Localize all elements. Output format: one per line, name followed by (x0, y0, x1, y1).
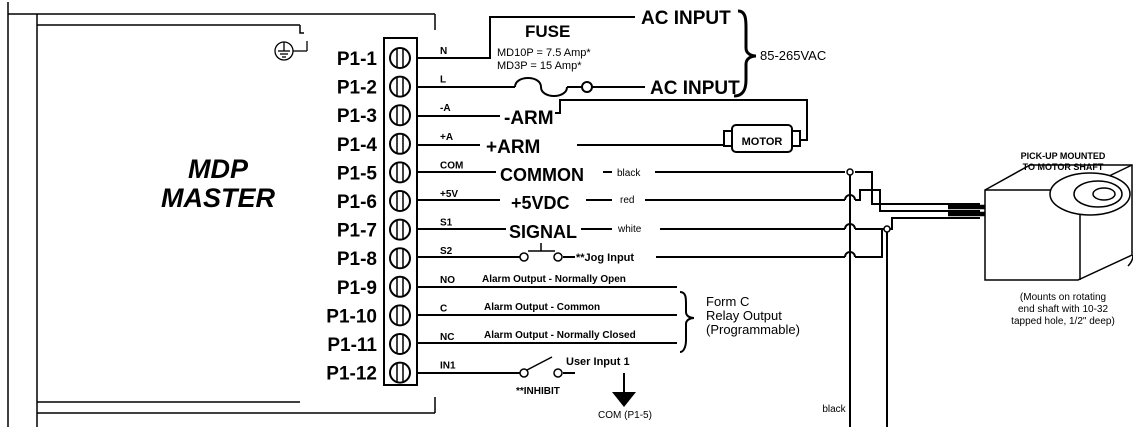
terminal-screw-icon (389, 104, 411, 127)
controller-enclosure (7, 2, 436, 427)
pin-signal-label: S2 (440, 246, 453, 257)
pin-label: P1-7 (337, 221, 377, 242)
terminal-screw-icon (389, 333, 411, 355)
ground-icon (274, 41, 308, 61)
pickup-title: TO MOTOR SHAFT (1023, 162, 1104, 172)
form-c-label: (Programmable) (706, 322, 800, 337)
plus5-wire-color: red (620, 195, 634, 206)
pin-label: P1-4 (337, 135, 378, 156)
voltage-range: 85-265VAC (760, 48, 826, 63)
common-label: COMMON (500, 165, 584, 185)
pin-label: P1-9 (337, 278, 377, 299)
power-labels: FUSE MD10P = 7.5 Amp* MD3P = 15 Amp* AC … (497, 8, 826, 99)
fuse-rating-md10p: MD10P = 7.5 Amp* (497, 47, 591, 59)
form-c-label: Form C (706, 294, 749, 309)
pin-signal-label: IN1 (440, 361, 456, 372)
ac-input-bottom: AC INPUT (650, 78, 740, 99)
alarm-nc-label: Alarm Output - Normally Closed (484, 330, 636, 341)
terminal-screw-icon (389, 47, 411, 69)
pin-label: P1-8 (337, 249, 377, 270)
junction-dots (846, 168, 891, 233)
motor-label: MOTOR (742, 136, 783, 148)
pin-label: P1-6 (337, 192, 377, 213)
controller-title: MASTER (161, 183, 276, 213)
pickup-sensor (984, 164, 1133, 281)
motor-icon (723, 124, 801, 153)
pickup-wiring-labels: COMMON black +5VDC red SIGNAL white **Jo… (500, 165, 847, 415)
armature-labels: -ARM +ARM (486, 108, 554, 158)
pickup-note: tapped hole, 1/2" deep) (1011, 316, 1115, 327)
pickup-labels: PICK-UP MOUNTED TO MOTOR SHAFT (Mounts o… (1011, 151, 1115, 327)
bottom-wire-color: black (822, 404, 846, 415)
pin-label: P1-5 (337, 163, 378, 184)
terminal-screw-icon (389, 132, 411, 155)
minus-arm-label: -ARM (504, 108, 554, 129)
fuse-rating-md3p: MD3P = 15 Amp* (497, 60, 582, 72)
terminal-screw-icon (389, 304, 411, 327)
jog-switch (519, 243, 563, 262)
inhibit-label: **INHIBIT (516, 386, 560, 397)
pin-label: P1-1 (337, 49, 378, 70)
form-c-label: Relay Output (706, 308, 782, 323)
fuse-icon (514, 77, 605, 97)
signal-label: SIGNAL (509, 222, 577, 242)
alarm-labels: Alarm Output - Normally Open Alarm Outpu… (482, 274, 800, 341)
pickup-note: end shaft with 10-32 (1018, 304, 1108, 315)
terminal-screw-icon (389, 218, 411, 241)
terminal-screw-icon (389, 190, 411, 212)
common-wire-color: black (617, 168, 641, 179)
terminal-screw-icon (389, 161, 411, 184)
user-input-labels: User Input 1 **INHIBIT COM (P1-5) (516, 356, 652, 421)
pin-label: P1-2 (337, 78, 377, 99)
pickup-title: PICK-UP MOUNTED (1021, 151, 1106, 161)
controller-title: MDP (188, 154, 249, 184)
arrow-down-icon (612, 392, 636, 407)
pin-signal-label: N (440, 46, 447, 57)
pin-signal-label: S1 (440, 218, 453, 229)
pin-signal-label: -A (440, 103, 451, 114)
user-input-label: User Input 1 (566, 356, 630, 368)
pin-label: P1-11 (327, 335, 377, 356)
com-reference-label: COM (P1-5) (598, 410, 652, 421)
pin-signal-label: NC (440, 332, 454, 343)
pin-label: P1-12 (326, 364, 377, 385)
terminal-screw-icon (389, 247, 411, 270)
pin-signal-label: COM (440, 160, 463, 171)
signal-wire-color: white (617, 224, 642, 235)
inhibit-switch (519, 356, 563, 378)
terminal-screw-icon (389, 275, 411, 298)
plus-arm-label: +ARM (486, 137, 540, 158)
pin-label: P1-10 (326, 306, 377, 327)
terminal-screw-icon (389, 361, 411, 384)
form-c-brace (679, 291, 695, 353)
wiring (417, 16, 980, 427)
plus5-label: +5VDC (511, 193, 570, 213)
terminal-screw-icon (389, 75, 411, 98)
pickup-note: (Mounts on rotating (1020, 292, 1106, 303)
pin-signal-label: C (440, 303, 447, 314)
pin-signal-label: +5V (440, 189, 458, 200)
alarm-c-label: Alarm Output - Common (484, 302, 600, 313)
pickup-cable (948, 204, 985, 217)
alarm-no-label: Alarm Output - Normally Open (482, 274, 626, 285)
pin-signal-label: L (440, 75, 446, 86)
ac-input-top: AC INPUT (641, 8, 731, 29)
jog-input-label: **Jog Input (576, 252, 634, 264)
pin-signal-label: +A (440, 132, 453, 143)
pin-label: P1-3 (337, 106, 377, 127)
pin-signal-label: NO (440, 275, 455, 286)
fuse-title: FUSE (525, 22, 570, 41)
ac-brace (733, 9, 757, 98)
